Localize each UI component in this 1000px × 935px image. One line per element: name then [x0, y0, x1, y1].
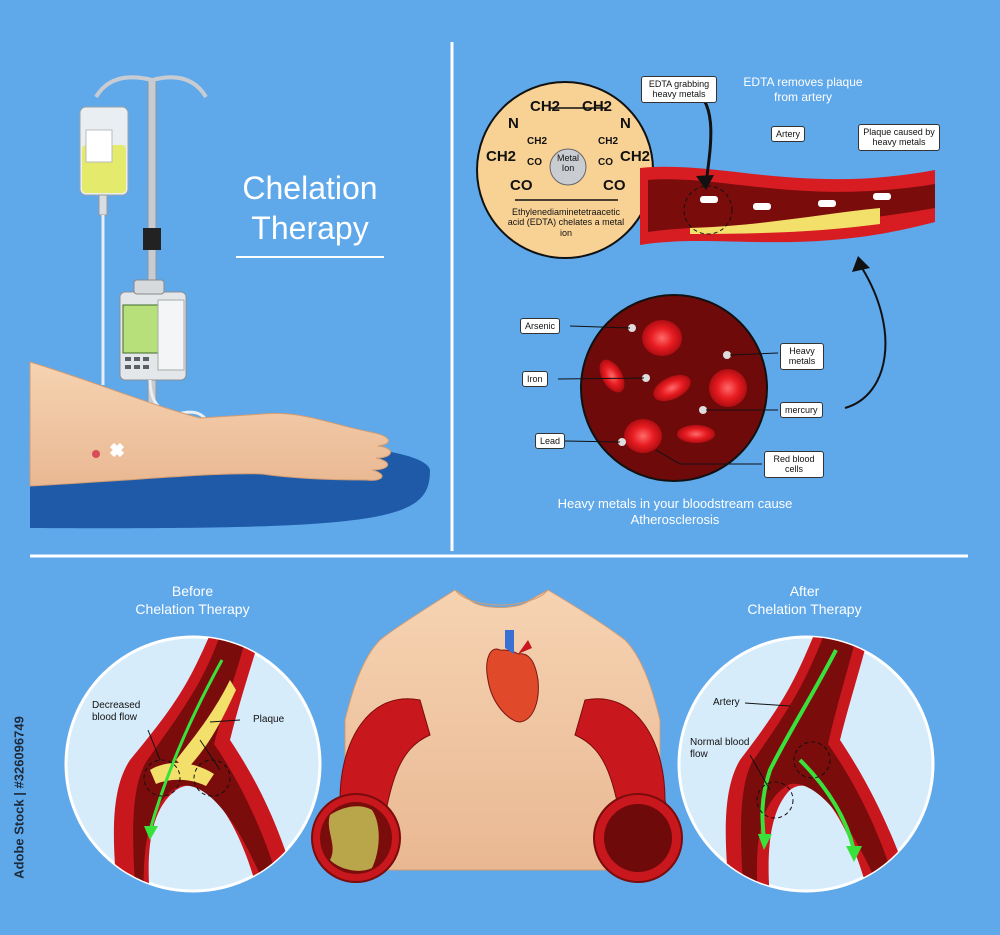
- stock-id-watermark: Adobe Stock | #326096749: [11, 716, 27, 879]
- molecule-ch2-top-right: CH2: [582, 98, 613, 115]
- plaque-label: Plaque caused by heavy metals: [858, 124, 940, 151]
- edta-heading: EDTA removes plaque from artery: [743, 75, 863, 104]
- label-heavy-metals: Heavy metals: [780, 343, 824, 370]
- title-line1: Chelation: [242, 170, 378, 206]
- plaque-before-label: Plaque: [253, 714, 285, 725]
- torso: [344, 589, 661, 871]
- return-arrow: [844, 267, 887, 409]
- molecule-ch2-outer-right: CH2: [620, 148, 651, 165]
- title-underline: [236, 256, 384, 258]
- metal-ion-label: Metal Ion: [556, 153, 579, 173]
- after-artery-label: Artery: [713, 697, 740, 708]
- molecule-ch2-top-left: CH2: [530, 98, 561, 115]
- label-iron: Iron: [522, 371, 548, 388]
- molecule-ch2-outer-left: CH2: [486, 148, 517, 165]
- before-title: Before Chelation Therapy: [135, 583, 250, 617]
- molecule-co-bottom-right: CO: [603, 177, 626, 194]
- title-line2: Therapy: [251, 210, 369, 246]
- molecule-n-left: N: [508, 115, 519, 132]
- iv-stand: [94, 75, 208, 429]
- decreased-flow-label: Decreased blood flow: [92, 700, 141, 723]
- blood-caption: Heavy metals in your bloodstream cause A…: [557, 496, 793, 528]
- label-mercury: mercury: [780, 402, 823, 419]
- molecule-co-bottom-left: CO: [510, 177, 533, 194]
- arm: [29, 361, 430, 529]
- blood-leader-lines: [557, 325, 779, 465]
- after-title: After Chelation Therapy: [747, 583, 862, 617]
- page-title: Chelation Therapy: [215, 168, 405, 258]
- infusion-pump: [119, 279, 187, 381]
- right-artery-tube: [574, 698, 683, 883]
- before-circle: [64, 635, 322, 893]
- after-circle: [677, 635, 935, 893]
- molecule-co-inner-left: CO: [527, 157, 542, 168]
- label-arsenic: Arsenic: [520, 318, 561, 335]
- blood-circle: [580, 294, 768, 482]
- molecule-co-inner-right: CO: [598, 157, 613, 168]
- artery-tube: [640, 166, 935, 245]
- iv-bag: [79, 106, 129, 385]
- molecule-ch2-inner-left: CH2: [527, 136, 548, 147]
- molecule-caption: Ethylenediaminetetraacetic acid (EDTA) c…: [507, 207, 625, 238]
- molecule-n-right: N: [620, 115, 631, 132]
- normal-flow-label: Normal blood flow: [690, 737, 750, 760]
- label-lead: Lead: [535, 433, 566, 450]
- edta-grabbing-label: EDTA grabbing heavy metals: [641, 76, 717, 103]
- left-artery-tube: [311, 698, 431, 883]
- label-red-blood-cells: Red blood cells: [764, 451, 824, 478]
- artery-label: Artery: [771, 126, 806, 143]
- molecule-circle: [476, 81, 654, 259]
- molecule-ch2-inner-right: CH2: [598, 136, 619, 147]
